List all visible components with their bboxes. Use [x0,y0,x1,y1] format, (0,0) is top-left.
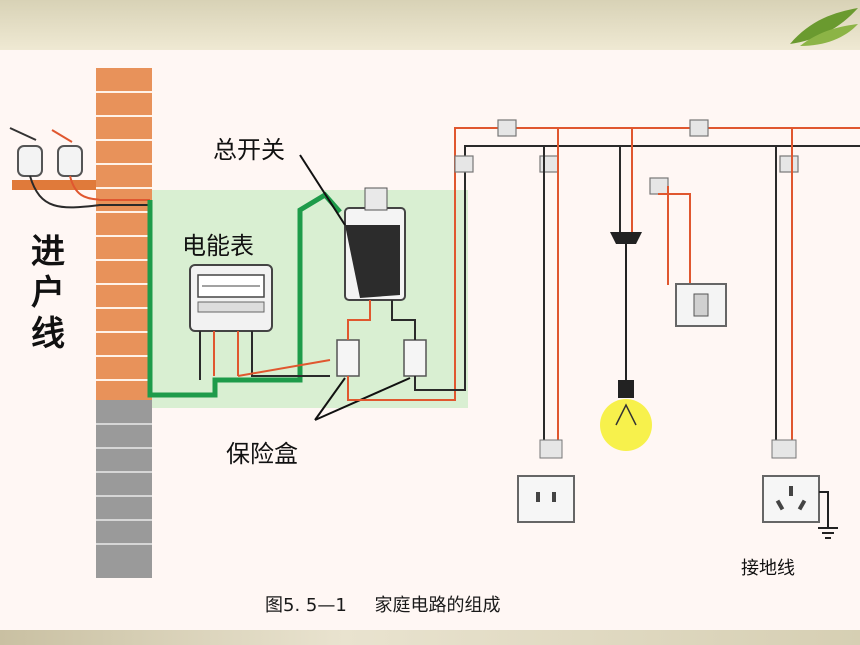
fuse-box-icon [336,339,427,377]
wire-junctions [454,119,799,195]
socket-icon [517,475,575,523]
fuse-box-label: 保险盒 [226,440,298,468]
crossarm [12,180,96,190]
light-bulb-icon [600,380,652,451]
socket-junction [539,439,563,459]
header-band [0,0,860,50]
fuse-pointer-left [314,377,346,421]
figure-title: 家庭电路的组成 [374,595,501,616]
ground-wire-label: 接地线 [741,558,795,579]
ground-symbol-icon [818,491,838,539]
ground-socket-junction [771,439,797,459]
brick-wall [96,68,152,578]
wall-switch-icon [675,283,727,327]
ceiling-rose-icon [610,232,642,244]
three-pin-socket-icon [762,475,820,523]
energy-meter-icon [189,264,273,332]
switch-pointer [299,154,346,226]
main-switch-label: 总开关 [213,136,285,164]
meter-label: 电能表 [182,232,254,260]
main-switch-icon [344,187,406,301]
service-line-label: 进户线 [31,232,65,354]
insulator-icon [9,127,83,177]
figure-number: 图5. 5—1 [265,595,347,616]
figure-caption: 图5. 5—1 家庭电路的组成 [265,591,501,617]
footer-band [0,630,860,645]
leaf-decoration-icon [790,8,858,46]
